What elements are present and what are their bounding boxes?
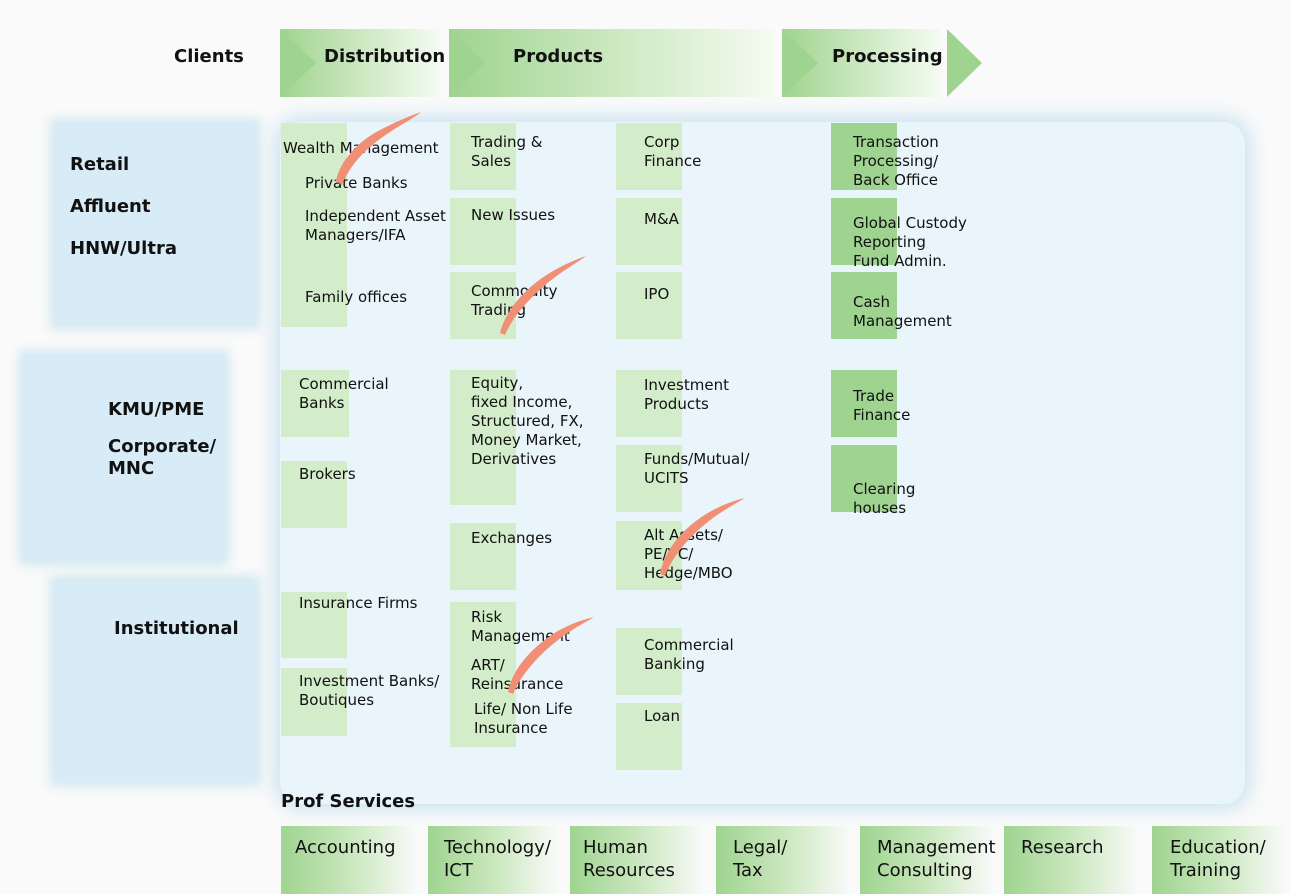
corp-finance: Corp Finance (644, 133, 702, 170)
swoosh-commodity (500, 256, 586, 335)
processing-block-transaction (831, 123, 897, 190)
client-corporate: Corporate/ MNC (108, 436, 217, 479)
trade-finance: Trade Finance (853, 387, 911, 424)
prof-human-resources: Human Resources (583, 837, 675, 881)
swoosh-alt-assets (660, 498, 745, 576)
products-b-block-funds (616, 445, 682, 512)
equity-fixed-income: Equity, fixed Income, Structured, FX, Mo… (471, 374, 584, 468)
products-chevron-notch (449, 29, 485, 97)
client-institutional: Institutional (114, 618, 239, 639)
products-b-block-loan (616, 703, 682, 770)
exchanges: Exchanges (471, 529, 553, 547)
prof-management-consulting: Management Consulting (877, 837, 996, 881)
client-affluent: Affluent (70, 196, 151, 217)
products-b-block-commercial (616, 628, 682, 695)
life-insurance: Life/ Non Life Insurance (474, 700, 573, 737)
commercial-banks: Commercial Banks (299, 375, 389, 412)
processing-block-clearing (831, 445, 897, 512)
tile-human-resources (570, 826, 705, 894)
tile-technology (428, 826, 558, 894)
products-a-block-risk (450, 602, 516, 747)
distribution-block-brokers (281, 461, 347, 528)
clients-header: Clients (174, 46, 244, 67)
clearing-houses: Clearing houses (853, 480, 916, 517)
products-header: Products (513, 46, 604, 67)
products-b-block-investment (616, 370, 682, 437)
distribution-chevron-notch (280, 29, 316, 97)
tile-accounting (281, 826, 418, 894)
client-box-institutional (55, 581, 255, 781)
distribution-block-commercial (281, 370, 349, 437)
transaction-processing: Transaction Processing/ Back Office (853, 133, 939, 189)
prof-education: Education/ Training (1170, 837, 1266, 881)
products-b-block-ipo (616, 272, 682, 339)
prof-legal-tax: Legal/ Tax (733, 837, 788, 881)
ipo: IPO (644, 285, 670, 303)
tile-management-consulting (860, 826, 995, 894)
products-b-block-ma (616, 198, 682, 265)
client-hnw: HNW/Ultra (70, 238, 177, 259)
m-and-a: M&A (644, 210, 679, 228)
client-box-retail (55, 124, 255, 324)
main-panel (280, 122, 1245, 804)
distribution-block-ib (281, 668, 347, 736)
brokers: Brokers (299, 465, 356, 483)
processing-chevron-notch (782, 29, 818, 97)
prof-research: Research (1021, 837, 1104, 858)
independent-asset-managers: Independent Asset Managers/IFA (305, 207, 446, 244)
processing-header: Processing (832, 46, 943, 67)
products-a-block-equity (450, 370, 516, 505)
cash-management: Cash Management (853, 293, 952, 330)
prof-accounting: Accounting (295, 837, 396, 858)
client-kmu: KMU/PME (108, 399, 205, 420)
new-issues: New Issues (471, 206, 556, 224)
family-offices: Family offices (305, 288, 408, 306)
commercial-banking: Commercial Banking (644, 636, 734, 673)
products-a-block-exchanges (450, 523, 516, 590)
swoosh-risk (508, 617, 594, 694)
tile-research (1004, 826, 1139, 894)
distribution-header: Distribution (324, 46, 446, 67)
processing-block-custody (831, 198, 897, 265)
investment-banks: Investment Banks/ Boutiques (299, 672, 440, 709)
client-retail: Retail (70, 154, 130, 175)
client-box-corporate (24, 356, 224, 560)
prof-technology: Technology/ ICT (444, 837, 551, 881)
distribution-block-wealth (281, 123, 347, 327)
swoosh-wealth (336, 112, 421, 185)
products-a-block-newissues (450, 198, 516, 265)
end-chevron (947, 29, 982, 97)
insurance-firms: Insurance Firms (299, 594, 418, 612)
tile-education (1152, 826, 1287, 894)
global-custody: Global Custody Reporting Fund Admin. (853, 214, 967, 270)
products-header-bar (449, 29, 774, 97)
loan: Loan (644, 707, 680, 725)
processing-block-trade (831, 370, 897, 437)
products-a-block-trading (450, 123, 516, 190)
funds-mutual-ucits: Funds/Mutual/ UCITS (644, 450, 750, 487)
header-chevrons (280, 29, 982, 97)
investment-products: Investment Products (644, 376, 729, 413)
distribution-block-insurance (281, 592, 347, 658)
processing-block-cash (831, 272, 897, 339)
prof-services-title: Prof Services (281, 791, 416, 812)
tile-legal-tax (716, 826, 851, 894)
products-b-block-corp (616, 123, 682, 190)
trading-sales: Trading & Sales (471, 133, 543, 170)
